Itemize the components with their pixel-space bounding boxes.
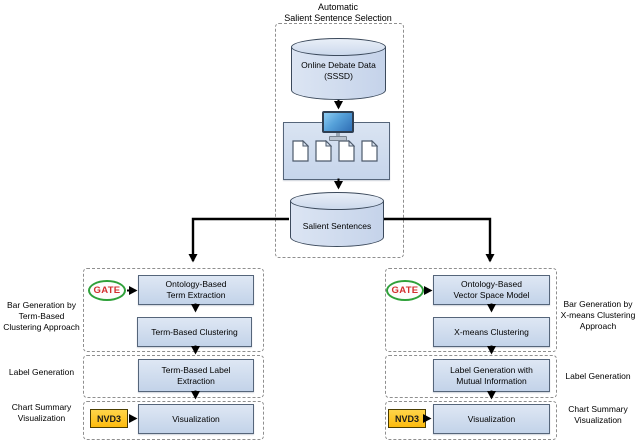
document-row — [292, 140, 380, 162]
cylinder-top — [291, 38, 386, 56]
cylinder-body — [290, 201, 384, 247]
right-label-chart-summary: Chart Summary Visualization — [568, 404, 628, 426]
left-label-chart-summary: Chart Summary Visualization — [11, 402, 72, 424]
monitor-stand — [336, 133, 340, 136]
container-left-label-generation — [83, 355, 264, 398]
monitor-base — [329, 136, 347, 141]
left-step-visualization: Visualization — [138, 404, 254, 434]
gate-logo-right: GATE — [386, 280, 424, 301]
right-label-bar-generation: Bar Generation by X-means Clustering App… — [560, 299, 636, 332]
online-debate-data-cylinder: Online Debate Data (SSSD) — [291, 38, 386, 100]
left-step-term-based-clustering: Term-Based Clustering — [137, 317, 252, 347]
container-left-chart-summary — [83, 401, 264, 440]
document-icon — [292, 140, 309, 162]
cylinder-top — [290, 192, 384, 210]
monitor-icon — [321, 111, 355, 141]
salient-sentences-label: Salient Sentences — [302, 221, 372, 231]
left-step-ontology-term-extraction: Ontology-Based Term Extraction — [138, 275, 254, 305]
document-icon — [338, 140, 355, 162]
container-right-chart-summary — [385, 401, 557, 440]
nvd3-logo-left: NVD3 — [90, 409, 128, 428]
nvd3-logo-right: NVD3 — [388, 409, 426, 428]
right-step-ontology-vector-space-model: Ontology-Based Vector Space Model — [433, 275, 550, 305]
right-step-visualization: Visualization — [433, 404, 550, 434]
container-right-bar-generation — [385, 268, 557, 352]
document-icon — [361, 140, 378, 162]
online-debate-data-label: Online Debate Data (SSSD) — [301, 60, 376, 82]
container-right-label-generation — [385, 355, 557, 398]
gate-logo-left: GATE — [88, 280, 126, 301]
document-icon — [315, 140, 332, 162]
left-label-label-generation: Label Generation — [8, 367, 75, 377]
right-step-xmeans-clustering: X-means Clustering — [433, 317, 550, 347]
left-label-bar-generation: Bar Generation by Term-Based Clustering … — [3, 300, 80, 333]
salient-sentences-cylinder: Salient Sentences — [290, 192, 384, 247]
cylinder-body — [291, 47, 386, 100]
right-step-label-generation-mutual-information: Label Generation with Mutual Information — [433, 359, 550, 392]
container-salient-selection — [275, 23, 404, 258]
right-label-label-generation: Label Generation — [565, 371, 631, 381]
diagram-title: Automatic Salient Sentence Selection — [284, 2, 392, 24]
left-step-term-based-label-extraction: Term-Based Label Extraction — [138, 359, 254, 392]
container-left-bar-generation — [83, 268, 264, 352]
monitor-screen — [322, 111, 354, 133]
